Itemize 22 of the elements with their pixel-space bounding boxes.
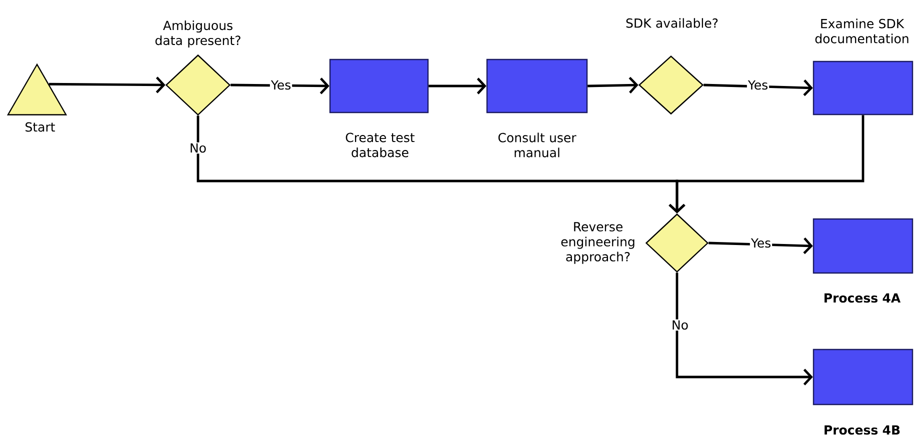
edge-label: Yes: [746, 79, 770, 91]
node-label: Create test database: [346, 132, 415, 158]
arrow: [668, 115, 864, 214]
arrow: [230, 78, 330, 94]
node-label: Ambiguous data present?: [155, 20, 240, 48]
node-label: Start: [26, 122, 55, 132]
edge-label: No: [188, 142, 208, 154]
edge-label: Yes: [270, 79, 292, 91]
edge-label: Yes: [750, 237, 772, 249]
node-label: SDK available?: [626, 18, 718, 28]
arrow: [49, 76, 166, 94]
arrow: [708, 237, 813, 254]
arrow: [676, 272, 813, 386]
node-label: Reverse engineering approach?: [561, 222, 634, 264]
node-label: Consult user manual: [498, 132, 576, 158]
node-label: Process 4B: [824, 425, 900, 435]
node-label: Process 4A: [824, 293, 901, 303]
arrow: [428, 78, 486, 94]
arrow: [588, 76, 638, 94]
node-label: Examine SDK documentation: [815, 18, 908, 44]
edge-label: No: [670, 319, 690, 331]
arrow: [704, 79, 813, 96]
